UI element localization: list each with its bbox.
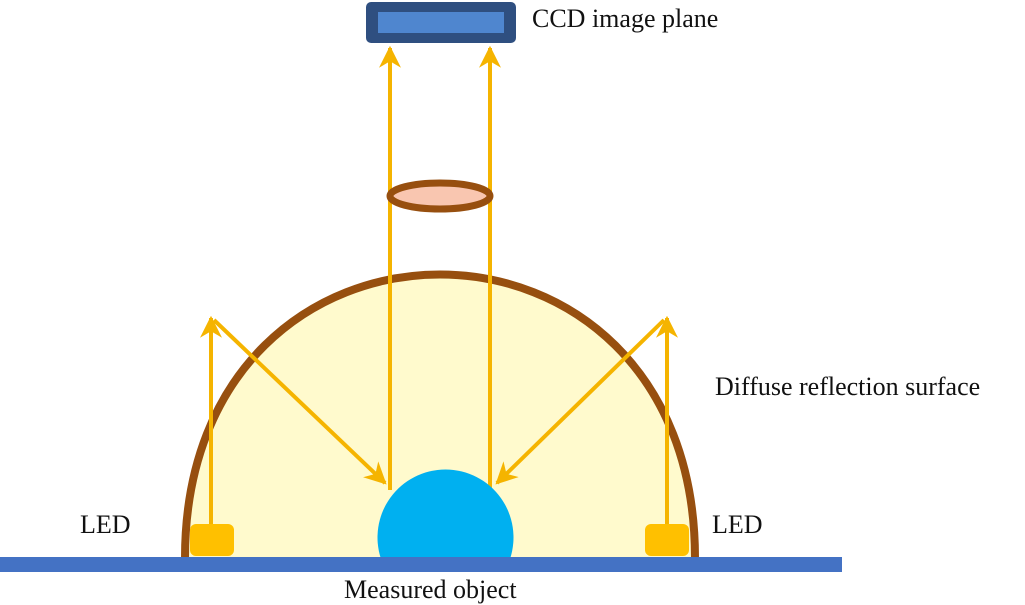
base-plate (0, 557, 842, 572)
label-ccd-image-plane: CCD image plane (532, 4, 718, 33)
led-icon (645, 524, 689, 556)
dome-diffuse-surface (181, 270, 699, 559)
led-icon (190, 524, 234, 556)
measured-object-sphere (377, 469, 514, 559)
label-diffuse-reflection-surface: Diffuse reflection surface (715, 372, 980, 401)
ray-left-reflect (212, 318, 387, 485)
light-rays (200, 45, 678, 530)
aperture-ring-icon (386, 179, 494, 213)
label-led-right: LED (712, 510, 763, 539)
ccd-sensor-inner (378, 12, 504, 33)
label-measured-object: Measured object (344, 575, 517, 604)
label-led-left: LED (80, 510, 131, 539)
ray-right-reflect (495, 318, 666, 485)
